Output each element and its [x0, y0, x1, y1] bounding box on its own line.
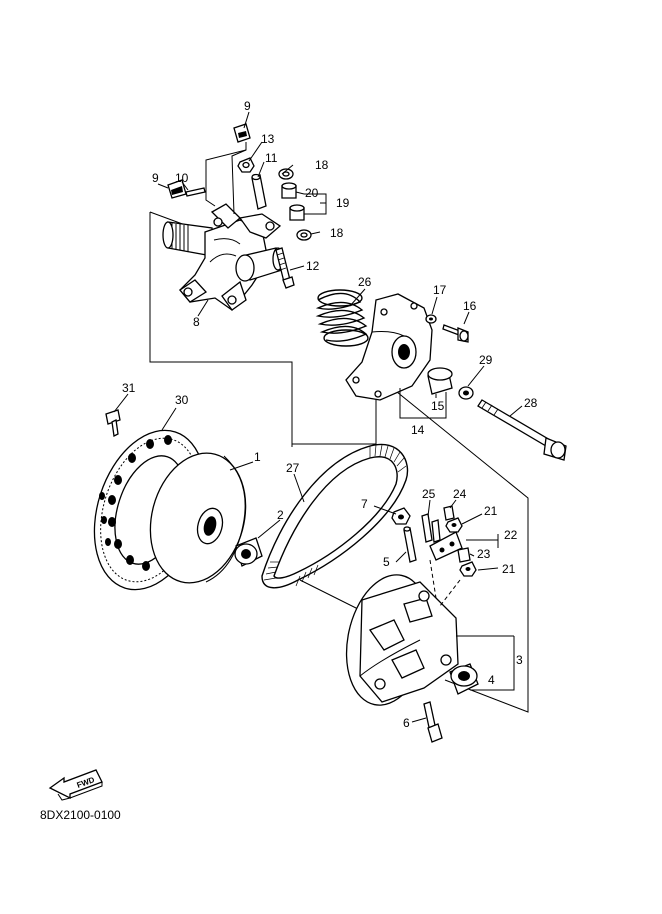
part-27-drive-belt: [261, 443, 409, 589]
part-26-spring: [315, 289, 369, 347]
callout-27: 27: [286, 461, 300, 475]
callout-16: 16: [463, 299, 477, 313]
part-15-bushing: [427, 367, 453, 395]
callout-17: 17: [433, 283, 447, 297]
callout-18-lower: 18: [330, 226, 344, 240]
callout-10: 10: [175, 171, 189, 185]
primary-fixed-sheave-spider: [162, 203, 284, 311]
forward-direction-arrow-icon: FWD: [48, 769, 103, 801]
part-21-nut-upper: [445, 517, 463, 533]
callout-1: 1: [254, 450, 261, 464]
callout-23: 23: [477, 547, 491, 561]
callout-6: 6: [403, 716, 410, 730]
part-1-primary-sheave: [149, 452, 247, 584]
part-3-secondary-sheave: [345, 574, 459, 706]
part-23-slider: [457, 547, 471, 563]
part-18-washer-lower: [296, 229, 312, 241]
part-28-long-bolt: [477, 399, 567, 461]
part-9-weight-upper: [233, 123, 251, 143]
callout-14: 14: [411, 423, 425, 437]
callout-2: 2: [277, 508, 284, 522]
part-4-bushing: [449, 663, 479, 695]
part-20-bushing-a: [281, 182, 297, 199]
part-5-pin: [403, 526, 417, 563]
callout-28: 28: [524, 396, 538, 410]
part-11-pin: [251, 173, 267, 210]
part-12-bolt: [275, 247, 295, 289]
callout-22: 22: [504, 528, 518, 542]
part-6-bolt: [423, 701, 443, 743]
part-10-pin: [185, 187, 206, 197]
callout-19: 19: [336, 196, 350, 210]
callout-18-upper: 18: [315, 158, 329, 172]
part-9-weight-lower: [167, 179, 187, 199]
part-7-nut: [391, 507, 411, 525]
callout-21-upper: 21: [484, 504, 498, 518]
callout-20: 20: [305, 186, 319, 200]
part-25-bolts: [421, 513, 441, 543]
callout-30: 30: [175, 393, 189, 407]
callout-13: 13: [261, 132, 275, 146]
callout-11: 11: [265, 151, 278, 165]
drawing-code: 8DX2100-0100: [40, 808, 121, 822]
callout-12: 12: [306, 259, 320, 273]
part-21-nut-lower: [459, 561, 477, 577]
part-17-washer: [425, 314, 437, 324]
callout-21-lower: 21: [502, 562, 516, 576]
callout-29: 29: [479, 353, 493, 367]
part-16-bolt: [442, 324, 469, 343]
callout-15: 15: [431, 399, 445, 413]
callout-4: 4: [488, 673, 495, 687]
part-24-shim: [443, 505, 455, 521]
callout-numbers: 9 13 11 18 9 10 20 19 18 12 26 17 16 8 2…: [122, 99, 538, 730]
callout-8: 8: [193, 315, 200, 329]
callout-25: 25: [422, 487, 436, 501]
callout-9-lower: 9: [152, 171, 159, 185]
part-18-washer-upper: [278, 168, 294, 180]
callout-7: 7: [361, 497, 368, 511]
callout-24: 24: [453, 487, 467, 501]
callout-3: 3: [516, 653, 523, 667]
part-29-washer: [458, 386, 474, 400]
callout-26: 26: [358, 275, 372, 289]
callout-9-upper: 9: [244, 99, 251, 113]
part-2-bushing: [234, 537, 263, 567]
part-14-spring-cover: [345, 293, 433, 401]
part-31-bolt: [105, 409, 121, 437]
callout-31: 31: [122, 381, 136, 395]
leader-lines: [113, 111, 523, 723]
part-22-ramp: [429, 531, 463, 561]
callout-5: 5: [383, 555, 390, 569]
part-20-bushing-b: [289, 204, 305, 221]
part-13-nut: [237, 157, 255, 173]
